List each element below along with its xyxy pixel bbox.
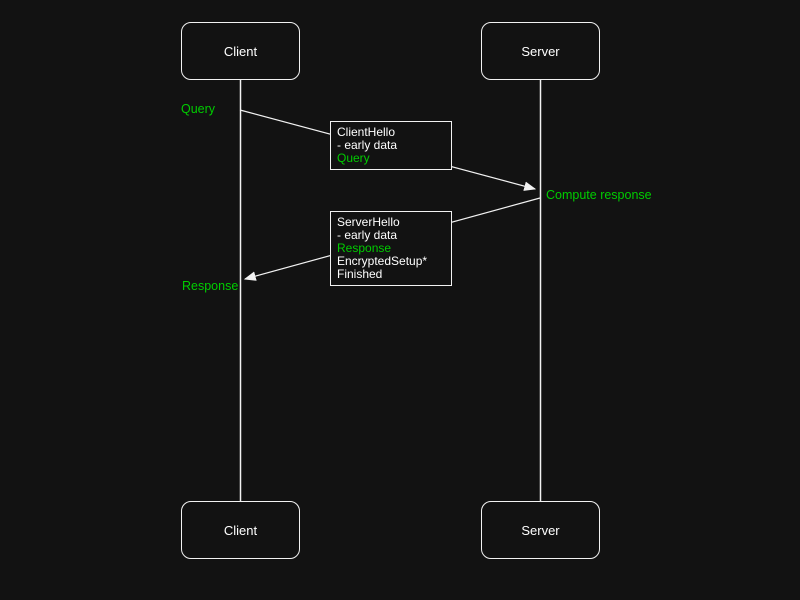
message-box-client-hello: ClientHello - early data Query [330, 121, 452, 170]
actor-server-top: Server [481, 22, 600, 80]
actor-client-bottom: Client [181, 501, 300, 559]
client-hello-query: Query [337, 151, 370, 165]
actor-server-bottom: Server [481, 501, 600, 559]
server-hello-finished: Finished [337, 267, 383, 281]
actor-client-top-label: Client [223, 43, 258, 59]
actor-server-bottom-label: Server [521, 522, 560, 538]
annotation-response: Response [182, 279, 239, 293]
client-hello-title: ClientHello [337, 125, 396, 139]
annotation-query: Query [181, 102, 216, 116]
server-hello-title: ServerHello [337, 215, 400, 229]
message-box-server-hello: ServerHello - early data Response Encryp… [330, 211, 452, 286]
actor-client-bottom-label: Client [223, 522, 258, 538]
actor-server-top-label: Server [521, 43, 560, 59]
server-hello-early-data: - early data [337, 228, 398, 242]
client-hello-early-data: - early data [337, 138, 398, 152]
server-hello-encrypted-setup: EncryptedSetup* [337, 254, 428, 268]
annotation-compute-response: Compute response [546, 188, 652, 202]
actor-client-top: Client [181, 22, 300, 80]
server-hello-response: Response [337, 241, 392, 255]
